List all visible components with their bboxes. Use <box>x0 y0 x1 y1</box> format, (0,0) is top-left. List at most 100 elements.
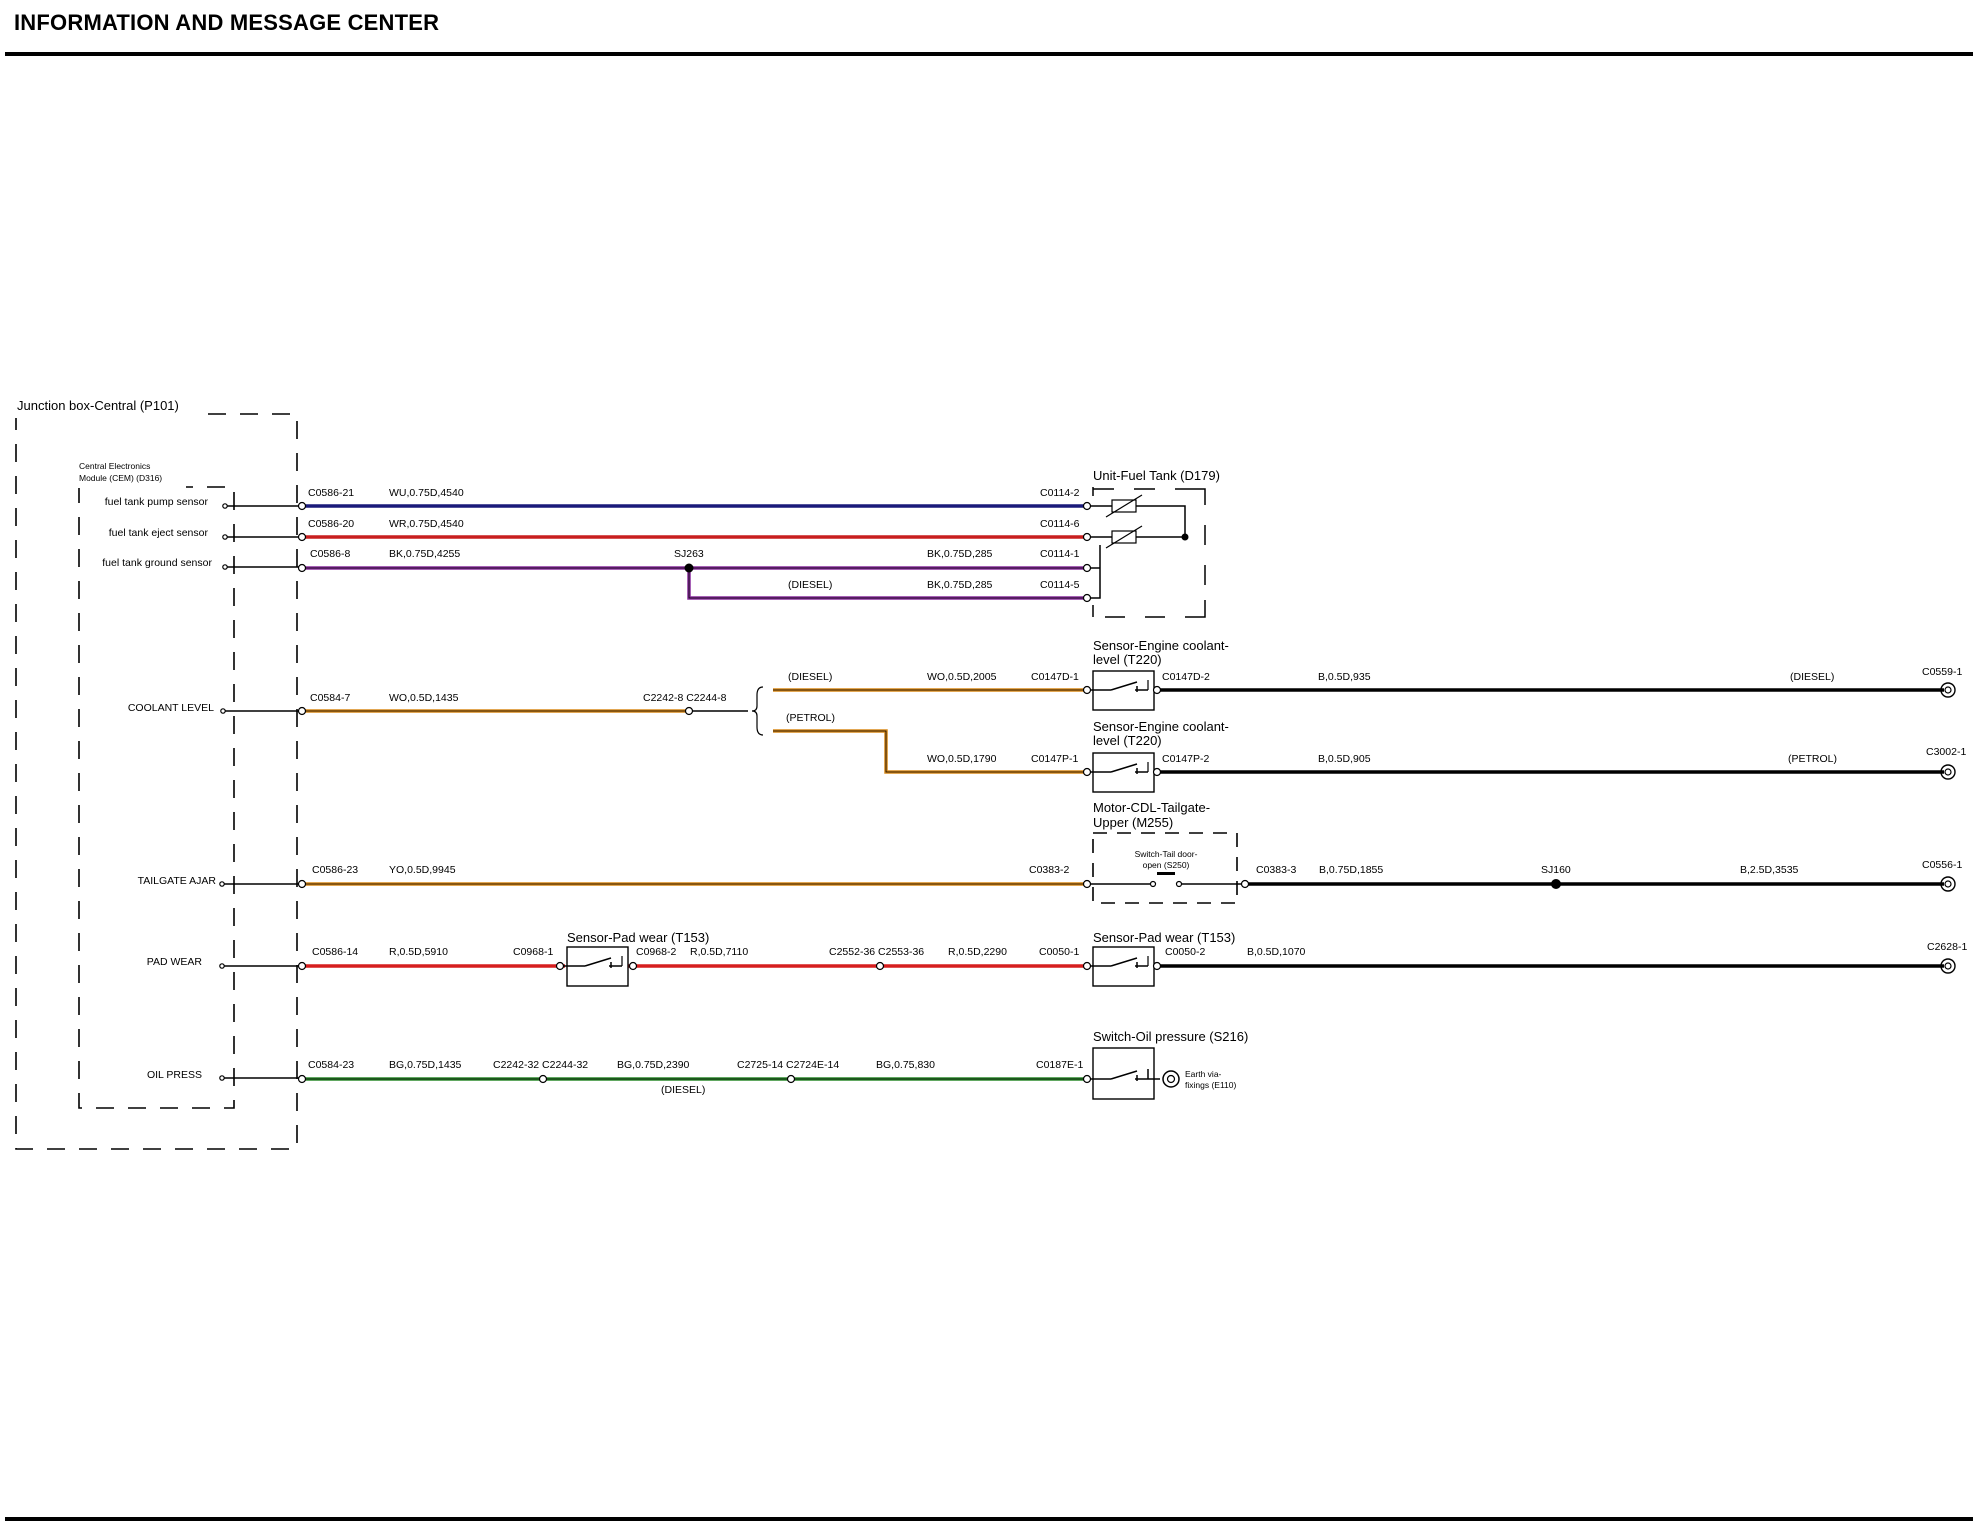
variant-label: (DIESEL) <box>788 579 832 591</box>
connector-C0147P-1: C0147P-1 <box>1031 753 1078 765</box>
connector-C0586-21: C0586-21 <box>308 487 354 499</box>
splice-SJ263 <box>684 563 694 573</box>
pad-wear-sensor-2: Sensor-Pad wear (T153) <box>1087 930 1235 987</box>
connector-C0114-2: C0114-2 <box>1040 487 1080 499</box>
connector-C0383-3: C0383-3 <box>1256 864 1296 876</box>
wire-spec: WO,0.5D,2005 <box>927 671 997 683</box>
motor-label-1: Motor-CDL-Tailgate- <box>1093 800 1210 815</box>
junction-box: Junction box-Central (P101) Central Elec… <box>12 398 302 1150</box>
earth-label-1: Earth via- <box>1185 1069 1222 1079</box>
fuel-tank-outline <box>1092 487 1206 618</box>
motor-outline <box>1092 832 1238 904</box>
connector-C0147P-2: C0147P-2 <box>1162 753 1209 765</box>
internal-leads <box>222 505 302 1079</box>
wire-spec: R,0.5D,7110 <box>690 946 748 958</box>
connector-C0586-23: C0586-23 <box>312 864 358 876</box>
connector-C2628-1: C2628-1 <box>1927 941 1967 953</box>
connector-terminals <box>297 501 1956 1084</box>
oil-switch-label: Switch-Oil pressure (S216) <box>1093 1029 1248 1044</box>
fuel-tank-unit: Unit-Fuel Tank (D179) <box>1087 468 1220 618</box>
wire-spec: BK,0.75D,285 <box>927 579 993 591</box>
wire-pad-wear: C0586-14 R,0.5D,5910 C0968-1 C0968-2 R,0… <box>302 941 1967 968</box>
pin-label-oil: OIL PRESS <box>147 1069 202 1081</box>
splice-label: SJ160 <box>1541 864 1571 876</box>
wire-segment-petrol <box>773 729 1087 774</box>
connector-C0559-1: C0559-1 <box>1922 666 1962 678</box>
switch-tail-label-1: Switch-Tail door- <box>1135 849 1198 859</box>
wire-tailgate: C0586-23 YO,0.5D,9945 C0383-2 C0383-3 B,… <box>302 859 1962 889</box>
connector-C0586-14: C0586-14 <box>312 946 358 958</box>
connector-C0968-2: C0968-2 <box>636 946 676 958</box>
wire-spec: R,0.5D,5910 <box>389 946 448 958</box>
connector-C0556-1: C0556-1 <box>1922 859 1962 871</box>
motor-label-2: Upper (M255) <box>1093 815 1173 830</box>
wire-spec: WR,0.75D,4540 <box>389 518 464 530</box>
connector-C0050-1: C0050-1 <box>1039 946 1079 958</box>
coolant-petrol-label-2: level (T220) <box>1093 733 1162 748</box>
inline-connector: C2242-32 C2244-32 <box>493 1059 588 1071</box>
wire-spec: YO,0.5D,9945 <box>389 864 456 876</box>
pin-label-padwear: PAD WEAR <box>147 956 203 968</box>
connector-C0968-1: C0968-1 <box>513 946 553 958</box>
cem-label-line2: Module (CEM) (D316) <box>79 473 162 483</box>
coolant-sensor-petrol: Sensor-Engine coolant- level (T220) <box>1087 719 1229 793</box>
connector-C0383-2: C0383-2 <box>1029 864 1069 876</box>
coolant-petrol-label-1: Sensor-Engine coolant- <box>1093 719 1229 734</box>
wire-spec: BG,0.75,830 <box>876 1059 935 1071</box>
connector-C0584-23: C0584-23 <box>308 1059 354 1071</box>
variant-label: (PETROL) <box>786 712 835 724</box>
coolant-sensor-diesel: Sensor-Engine coolant- level (T220) <box>1087 638 1229 711</box>
footer-rule <box>5 1517 1973 1521</box>
header-rule <box>5 52 1973 56</box>
wire-spec: WO,0.5D,1435 <box>389 692 459 704</box>
wire-spec: B,0.5D,1070 <box>1247 946 1306 958</box>
wire-spec: BK,0.75D,4255 <box>389 548 460 560</box>
connector-C0586-8: C0586-8 <box>310 548 350 560</box>
connector-C0584-7: C0584-7 <box>310 692 350 704</box>
wire-spec: BG,0.75D,2390 <box>617 1059 690 1071</box>
branch-brace <box>751 686 764 736</box>
internal-pin-circles <box>219 503 228 1081</box>
wire-oil-press: C0584-23 BG,0.75D,1435 C2242-32 C2244-32… <box>302 1059 1087 1096</box>
variant-label: (PETROL) <box>1788 753 1837 765</box>
connector-C0147D-2: C0147D-2 <box>1162 671 1210 683</box>
page-title: INFORMATION AND MESSAGE CENTER <box>14 10 440 35</box>
connector-C0114-5: C0114-5 <box>1040 579 1080 591</box>
connector-C0050-2: C0050-2 <box>1165 946 1205 958</box>
wire-fuel-ground: C0586-8 BK,0.75D,4255 SJ263 BK,0.75D,285… <box>302 548 1087 600</box>
wire-spec: B,2.5D,3535 <box>1740 864 1799 876</box>
variant-label: (DIESEL) <box>788 671 832 683</box>
pin-label-ground: fuel tank ground sensor <box>102 557 212 569</box>
junction-box-label: Junction box-Central (P101) <box>17 398 179 413</box>
wire-spec: WU,0.75D,4540 <box>389 487 464 499</box>
pad-wear-sensor-1: Sensor-Pad wear (T153) <box>560 930 709 987</box>
wire-spec: R,0.5D,2290 <box>948 946 1007 958</box>
oil-pressure-switch: Switch-Oil pressure (S216) Earth via- fi… <box>1087 1029 1248 1100</box>
wire-fuel-pump: C0586-21 WU,0.75D,4540 C0114-2 <box>302 487 1087 508</box>
connector-C0114-6: C0114-6 <box>1040 518 1080 530</box>
tailgate-motor: Motor-CDL-Tailgate- Upper (M255) Switch-… <box>1087 800 1245 904</box>
switch-tail-label-2: open (S250) <box>1143 860 1190 870</box>
connector-C3002-1: C3002-1 <box>1926 746 1966 758</box>
connector-C0147D-1: C0147D-1 <box>1031 671 1079 683</box>
cem-label-line1: Central Electronics <box>79 461 150 471</box>
padwear-1-label: Sensor-Pad wear (T153) <box>567 930 709 945</box>
earth-label-2: fixings (E110) <box>1185 1080 1237 1090</box>
pin-label-eject: fuel tank eject sensor <box>109 527 209 539</box>
coolant-diesel-label-2: level (T220) <box>1093 652 1162 667</box>
inline-connector: C2725-14 C2724E-14 <box>737 1059 839 1071</box>
wire-fuel-eject: C0586-20 WR,0.75D,4540 C0114-6 <box>302 518 1087 539</box>
wire-spec: B,0.5D,905 <box>1318 753 1371 765</box>
wire-spec: B,0.5D,935 <box>1318 671 1371 683</box>
connector-C0586-20: C0586-20 <box>308 518 354 530</box>
pin-label-pump: fuel tank pump sensor <box>105 496 209 508</box>
inline-connector: C2242-8 C2244-8 <box>643 692 727 704</box>
connector-C0187E-1: C0187E-1 <box>1036 1059 1083 1071</box>
splice-SJ160 <box>1551 879 1561 889</box>
cem-module-outline <box>78 486 235 1109</box>
pin-label-coolant: COOLANT LEVEL <box>128 702 214 714</box>
coolant-diesel-label-1: Sensor-Engine coolant- <box>1093 638 1229 653</box>
wire-coolant-level: C0584-7 WO,0.5D,1435 C2242-8 C2244-8 (DI… <box>302 666 1966 774</box>
junction-box-outline <box>15 413 298 1150</box>
